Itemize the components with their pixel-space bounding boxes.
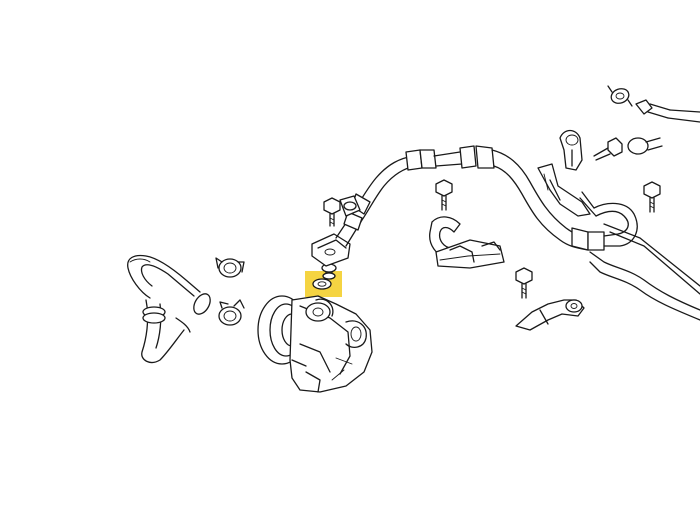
flange-bolt-icon[interactable] (643, 181, 661, 213)
hose-clamp-icon[interactable] (607, 85, 633, 107)
union-bolt-icon[interactable] (321, 261, 337, 280)
suction-hose-icon[interactable] (127, 254, 214, 364)
flange-bolt-icon[interactable] (515, 267, 533, 299)
flange-bolt-icon[interactable] (435, 179, 453, 211)
hose-clamp-icon[interactable] (218, 299, 245, 326)
flange-bolt-icon[interactable] (593, 137, 663, 161)
pipe-mount-bracket-icon[interactable] (537, 163, 591, 217)
return-line-icon[interactable] (589, 223, 700, 321)
feed-hose-icon[interactable] (311, 145, 638, 267)
union-bolt-icon[interactable] (339, 195, 361, 217)
hose-clamp-bracket-icon[interactable] (429, 216, 505, 269)
o-ring-washer-icon[interactable] (312, 278, 332, 290)
hose-clamp-icon[interactable] (215, 257, 245, 278)
pipe-mount-bracket-icon[interactable] (515, 299, 585, 331)
hose-bracket-clip-icon[interactable] (559, 129, 583, 171)
power-steering-pump-icon[interactable] (257, 295, 373, 393)
flange-bolt-icon[interactable] (323, 197, 341, 227)
flange-bolt-icon[interactable] (635, 99, 700, 123)
